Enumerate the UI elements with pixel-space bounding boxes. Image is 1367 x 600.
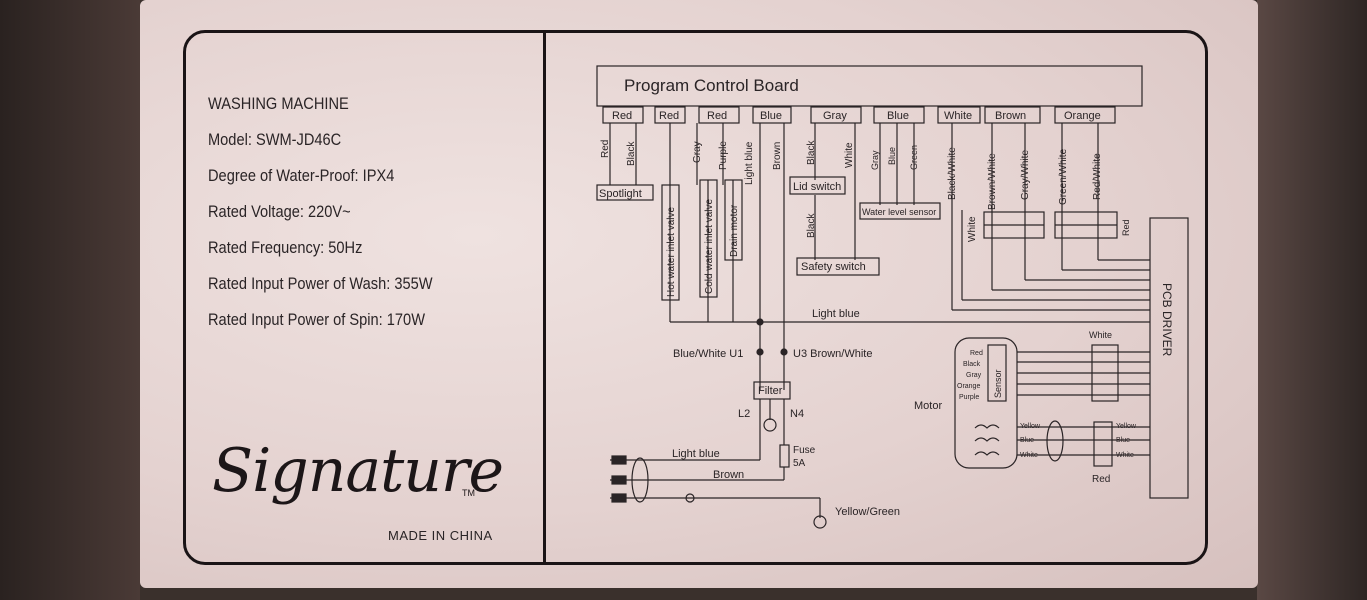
sensor-wire-gray: Gray [966, 372, 982, 379]
spec-water-proof: Degree of Water-Proof: IPX4 [208, 166, 395, 185]
hot-valve-label: Hot water inlet valve [666, 207, 677, 297]
sensor-wire-black: Black [963, 361, 981, 368]
sensor-wire-red: Red [970, 350, 983, 357]
connector-brown: Brown [995, 110, 1026, 122]
connector-red-1: Red [612, 110, 632, 122]
motor-wire-blue: Blue [1020, 437, 1034, 444]
black-wire-label: Black [806, 213, 817, 238]
light-blue-line-label: Light blue [672, 448, 720, 460]
motor-label: Motor [914, 400, 942, 412]
pcb-white-label: White [1089, 330, 1112, 340]
label-sheet [140, 0, 1258, 588]
wire-label-green-white: Green/White [1058, 148, 1069, 205]
wire-label-red-white: Red/White [1092, 153, 1103, 200]
motor-wire-white: White [1020, 452, 1038, 459]
wire-label-black-white: Black/White [947, 147, 958, 200]
board-title: Program Control Board [624, 76, 799, 95]
connector-blue-1: Blue [760, 110, 782, 122]
filter-box [753, 381, 791, 400]
pcb-driver [1149, 217, 1189, 499]
connector-blue-2: Blue [887, 110, 909, 122]
spec-product: WASHING MACHINE [208, 94, 349, 113]
panel-divider [543, 32, 546, 562]
connector-white: White [944, 110, 972, 122]
program-control-board [596, 65, 1143, 107]
spec-spin-power: Rated Input Power of Spin: 170W [208, 310, 425, 329]
connector-red-3: Red [707, 110, 727, 122]
spec-wash-power: Rated Input Power of Wash: 355W [208, 274, 433, 293]
pcb-driver-label: PCB DRIVER [1160, 283, 1174, 357]
wire-label-gray-white: Gray/White [1020, 150, 1031, 200]
pcb-red-label: Red [1092, 474, 1110, 485]
spec-voltage: Rated Voltage: 220V~ [208, 202, 351, 221]
wire-label-green: Green [909, 145, 919, 170]
label-frame [183, 30, 1208, 565]
wire-label-brown-white: Brown/White [987, 153, 998, 210]
wire-label-light-blue: Light blue [744, 141, 755, 185]
sensor-wire-purple: Purple [959, 394, 979, 401]
connector-gray: Gray [823, 110, 847, 122]
background-right [1257, 0, 1367, 600]
drain-motor-label: Drain motor [729, 204, 740, 257]
wire-label-brown: Brown [772, 142, 783, 170]
fuse-rating-label: 5A [793, 458, 806, 469]
wire-label-black-2: Black [806, 140, 817, 165]
n4-label: N4 [790, 408, 804, 420]
brown-line-label: Brown [713, 469, 744, 481]
yellow-green-label: Yellow/Green [835, 506, 900, 518]
right-wire-blue: Blue [1116, 437, 1130, 444]
made-in-label: MADE IN CHINA [388, 528, 493, 543]
white-wire-label: White [967, 216, 978, 242]
u3-brown-white-label: U3 Brown/White [793, 348, 872, 360]
brand-logo: Signature [212, 436, 504, 506]
motor-wire-yellow: Yellow [1020, 423, 1041, 430]
water-level-sensor-label: Water level sensor [862, 207, 936, 217]
wire-label-blue: Blue [887, 147, 897, 165]
blue-white-u1-label: Blue/White U1 [673, 348, 743, 360]
spec-model: Model: SWM-JD46C [208, 130, 342, 149]
connector-red-2: Red [659, 110, 679, 122]
cold-valve-label: Cold water inlet valve [704, 199, 715, 294]
brand-tm: TM [462, 488, 475, 498]
wire-label-purple: Purple [718, 141, 729, 170]
sensor-label: Sensor [993, 369, 1003, 398]
wire-label-gray-2: Gray [870, 150, 880, 170]
filter-label: Filter [758, 385, 783, 397]
fuse-label: Fuse [793, 445, 816, 456]
motor-block [954, 337, 1018, 469]
right-wire-yellow: Yellow [1116, 423, 1137, 430]
sensor-wire-orange: Orange [957, 383, 980, 390]
wire-label-red: Red [600, 140, 611, 158]
wire-label-gray: Gray [692, 141, 703, 163]
background-left [0, 0, 140, 600]
connector-orange: Orange [1064, 110, 1101, 122]
red-wire-label: Red [1121, 219, 1131, 236]
wire-label-white: White [844, 142, 855, 168]
right-wire-white: White [1116, 452, 1134, 459]
l2-label: L2 [738, 408, 750, 420]
light-blue-bus-label: Light blue [812, 308, 860, 320]
wire-label-black: Black [626, 141, 637, 166]
spotlight-label: Spotlight [599, 188, 642, 200]
lid-switch-label: Lid switch [793, 181, 841, 193]
spec-frequency: Rated Frequency: 50Hz [208, 238, 363, 257]
safety-switch-label: Safety switch [801, 261, 866, 273]
